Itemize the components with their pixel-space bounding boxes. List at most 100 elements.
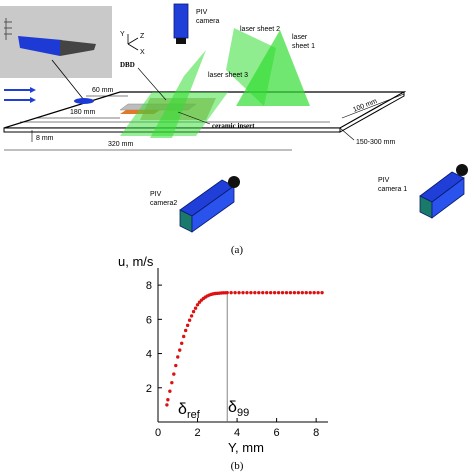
data-point-6 bbox=[176, 355, 180, 359]
dim-320-label: 320 mm bbox=[108, 141, 133, 148]
x-tick-label-4: 8 bbox=[313, 427, 319, 439]
laser-sheet-2 bbox=[226, 28, 276, 106]
axis-x-label: X bbox=[140, 49, 145, 56]
axis-tick-labels: 0 2 4 6 8 2 4 6 8 bbox=[146, 280, 319, 439]
flow-arrowhead-2 bbox=[30, 97, 36, 103]
piv-camera2-label-2: camera2 bbox=[150, 200, 177, 207]
data-point-34 bbox=[237, 290, 241, 295]
inset-model-body bbox=[18, 36, 62, 56]
data-point-45 bbox=[280, 290, 285, 295]
camera2-side-face bbox=[191, 185, 235, 233]
data-point-16 bbox=[195, 303, 200, 307]
x-axis-label: Y, mm bbox=[228, 440, 264, 455]
data-point-48 bbox=[292, 290, 297, 295]
ceramic-insert-pointer bbox=[177, 111, 211, 125]
dbd-label: DBD bbox=[120, 61, 135, 69]
caption-a: (a) bbox=[231, 244, 244, 256]
piv-camera-2 bbox=[179, 176, 240, 233]
data-point-35 bbox=[241, 290, 245, 295]
inset-photo bbox=[0, 6, 112, 78]
x-tick-label-0: 0 bbox=[155, 427, 161, 439]
camera2-lens bbox=[228, 176, 240, 188]
data-point-52 bbox=[308, 290, 312, 295]
axis-x-line bbox=[127, 43, 139, 51]
data-point-46 bbox=[284, 290, 289, 295]
dim-60-label: 60 mm bbox=[92, 87, 114, 94]
data-points bbox=[165, 290, 324, 407]
data-point-4 bbox=[172, 372, 176, 376]
axis-y-label: Y bbox=[120, 31, 125, 38]
y-tick-label-1: 4 bbox=[146, 349, 152, 361]
laser-sheet-1-label-1: laser bbox=[292, 34, 308, 41]
data-point-55 bbox=[320, 290, 324, 295]
camera1-side-face bbox=[431, 177, 465, 219]
y-tick-label-3: 8 bbox=[146, 280, 152, 292]
dim-8-label: 8 mm bbox=[36, 135, 54, 142]
piv-camera2-label-1: PIV bbox=[150, 191, 162, 198]
data-point-13 bbox=[189, 314, 194, 318]
flow-arrows bbox=[4, 87, 36, 103]
data-point-11 bbox=[185, 323, 190, 328]
data-point-1 bbox=[166, 398, 170, 402]
inset-model-tail bbox=[60, 40, 96, 56]
data-point-53 bbox=[312, 290, 316, 295]
x-tick-label-1: 2 bbox=[194, 427, 200, 439]
dbd-pointer bbox=[137, 67, 167, 101]
laser-sheet-1-label-2: sheet 1 bbox=[292, 43, 315, 50]
caption-b: (b) bbox=[231, 460, 244, 472]
data-point-49 bbox=[296, 290, 301, 295]
dim-180-label: 180 mm bbox=[70, 109, 95, 116]
data-point-31 bbox=[225, 290, 229, 295]
data-point-50 bbox=[300, 290, 305, 295]
x-tick-label-3: 6 bbox=[274, 427, 280, 439]
piv-camera-top bbox=[173, 3, 189, 44]
data-point-44 bbox=[276, 290, 281, 295]
data-point-51 bbox=[304, 290, 308, 295]
data-point-14 bbox=[191, 309, 196, 314]
data-point-3 bbox=[170, 380, 174, 385]
delta-ref-label: δ ref bbox=[178, 401, 201, 421]
data-point-0 bbox=[165, 403, 169, 407]
data-point-43 bbox=[272, 290, 277, 295]
piv-camera-top-label-2: camera bbox=[196, 18, 219, 25]
coordinate-axes bbox=[127, 34, 139, 51]
camera1-lens bbox=[456, 164, 468, 176]
data-point-37 bbox=[249, 290, 253, 295]
data-point-42 bbox=[268, 290, 273, 295]
data-point-36 bbox=[245, 290, 249, 295]
delta-99-label: δ 99 bbox=[228, 399, 249, 419]
laser-sheet-2-label: laser sheet 2 bbox=[240, 26, 280, 33]
laser-sheet-3-label: laser sheet 3 bbox=[208, 72, 248, 79]
ceramic-insert-label: ceramic insert bbox=[212, 122, 255, 130]
axis-z-line bbox=[127, 37, 139, 45]
inset-grid-icon bbox=[4, 18, 12, 40]
x-tick-label-2: 4 bbox=[234, 427, 240, 439]
delta-ref-subscript: ref bbox=[187, 409, 201, 421]
data-point-7 bbox=[178, 348, 182, 352]
axis-ticks bbox=[157, 284, 317, 422]
piv-camera-1 bbox=[419, 164, 468, 219]
data-point-15 bbox=[193, 306, 198, 310]
piv-camera1-label-1: PIV bbox=[378, 177, 390, 184]
y-tick-label-0: 2 bbox=[146, 383, 152, 395]
y-tick-label-2: 6 bbox=[146, 314, 152, 326]
delta-99-symbol: δ bbox=[228, 399, 237, 416]
piv-camera-top-label-1: PIV bbox=[196, 9, 208, 16]
camera-top-lens bbox=[176, 38, 186, 44]
data-point-33 bbox=[233, 290, 237, 295]
delta-ref-symbol: δ bbox=[178, 401, 187, 418]
data-point-8 bbox=[180, 341, 184, 345]
plate-model bbox=[74, 98, 94, 104]
panel-a-diagram: PIV camera Y Z X laser sheet 2 laser she… bbox=[0, 3, 468, 256]
dim-150-300-label: 150-300 mm bbox=[356, 139, 395, 146]
piv-camera1-label-2: camera 1 bbox=[378, 186, 407, 193]
data-point-54 bbox=[316, 290, 320, 295]
data-point-41 bbox=[265, 290, 269, 295]
data-point-47 bbox=[288, 290, 293, 295]
camera-top-body bbox=[173, 3, 189, 39]
data-point-32 bbox=[229, 290, 233, 295]
flow-arrowhead-1 bbox=[30, 87, 36, 93]
dim-100-line bbox=[341, 93, 405, 119]
dim-150-300-line bbox=[339, 127, 355, 141]
